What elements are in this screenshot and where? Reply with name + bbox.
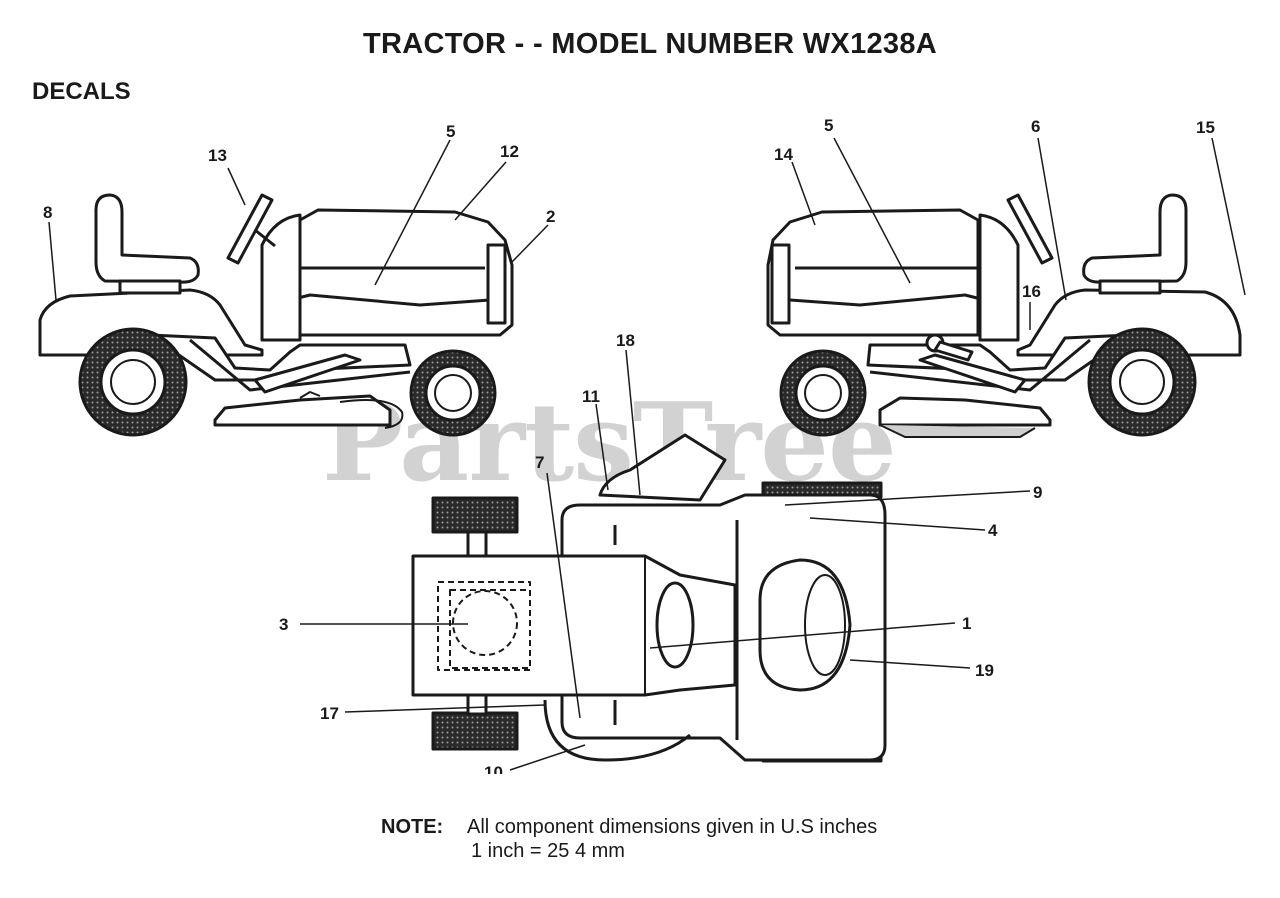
dimension-note: NOTE: All component dimensions given in U… xyxy=(381,815,877,863)
leader-5-right xyxy=(833,137,911,284)
top-front-left-tire xyxy=(431,496,519,534)
top-steering-wheel xyxy=(655,581,695,669)
leader-11 xyxy=(595,403,609,491)
right-steering-wheel xyxy=(1006,193,1054,265)
leader-12 xyxy=(454,161,507,221)
note-line-1: All component dimensions given in U.S in… xyxy=(467,816,878,838)
callout-18: 18 xyxy=(616,331,635,350)
top-view-tractor xyxy=(411,433,887,763)
right-seat xyxy=(1082,193,1188,284)
callout-3: 3 xyxy=(279,615,289,634)
callout-14: 14 xyxy=(774,145,793,164)
leader-7 xyxy=(546,472,581,719)
diagram-title: TRACTOR - - MODEL NUMBER WX1238A xyxy=(362,28,938,60)
leader-9 xyxy=(784,490,1031,506)
left-side-tractor xyxy=(38,193,514,437)
left-mower-deck xyxy=(213,394,392,427)
top-front-right-tire xyxy=(431,711,519,751)
leader-10 xyxy=(509,744,586,771)
section-heading: DECALS xyxy=(32,78,131,105)
note-label: NOTE: xyxy=(381,816,444,838)
leader-13 xyxy=(227,167,246,206)
right-mower-deck xyxy=(878,396,1052,427)
right-hood xyxy=(766,208,980,337)
callout-11: 11 xyxy=(582,387,600,406)
callout-16: 16 xyxy=(1022,282,1041,301)
leader-15 xyxy=(1211,137,1246,296)
leader-14 xyxy=(791,161,816,226)
callout-13: 13 xyxy=(208,146,227,165)
right-lift-lever xyxy=(933,340,974,362)
left-hood xyxy=(298,208,514,337)
leader-17 xyxy=(344,704,546,713)
leader-lines xyxy=(48,137,1246,771)
callout-10: 10 xyxy=(484,764,503,774)
left-seat xyxy=(94,193,200,284)
callout-5-left: 5 xyxy=(446,122,456,141)
callout-1: 1 xyxy=(962,614,972,633)
left-lift-lever xyxy=(253,353,362,394)
leader-2 xyxy=(511,224,549,263)
leader-5-left xyxy=(374,139,451,286)
right-grille xyxy=(770,243,791,325)
callout-7: 7 xyxy=(535,453,545,472)
left-dash xyxy=(260,213,302,342)
leader-4 xyxy=(809,517,986,531)
callout-4: 4 xyxy=(988,521,998,540)
callout-15: 15 xyxy=(1196,118,1215,137)
callout-9: 9 xyxy=(1033,483,1043,502)
callout-19: 19 xyxy=(975,661,994,680)
callout-12: 12 xyxy=(500,142,519,161)
leader-8 xyxy=(48,221,57,301)
left-steering-wheel xyxy=(226,193,274,265)
top-discharge-chute xyxy=(598,433,727,502)
callout-2: 2 xyxy=(546,207,556,226)
left-grille xyxy=(486,243,507,325)
callout-6: 6 xyxy=(1031,117,1041,136)
right-side-tractor xyxy=(766,193,1242,438)
leader-1 xyxy=(649,622,956,649)
leader-18 xyxy=(625,349,641,496)
note-line-2: 1 inch = 25 4 mm xyxy=(471,840,625,862)
leader-6 xyxy=(1037,137,1067,301)
callout-17: 17 xyxy=(320,704,339,723)
right-dash xyxy=(978,213,1020,342)
callout-5-right: 5 xyxy=(824,116,834,135)
leader-19 xyxy=(849,659,971,669)
callout-8: 8 xyxy=(43,203,53,222)
